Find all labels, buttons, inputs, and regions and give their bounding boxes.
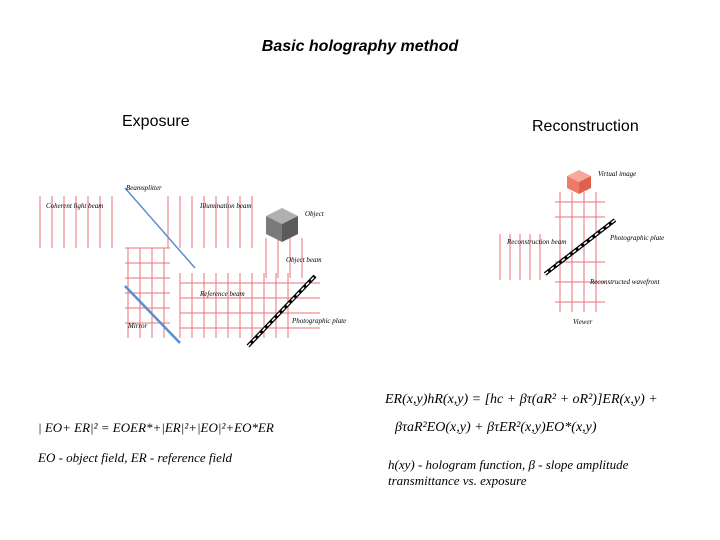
- virtual-image-label: Virtual image: [598, 170, 636, 178]
- hologram-formula-line1: ER(x,y)hR(x,y) = [hc + βτ(aR² + oR²)]ER(…: [385, 392, 658, 407]
- virtual-image-cube-icon: [567, 170, 591, 194]
- exposure-heading: Exposure: [122, 113, 190, 130]
- exposure-diagram: Coherent light beam Beamsplitter Illumin…: [39, 184, 346, 348]
- reconstruction-diagram: Virtual image Reconstruction beam Photog…: [499, 170, 664, 326]
- field-legend: EO - object field, ER - reference field: [38, 450, 232, 465]
- hologram-legend: h(xy) - hologram function, β - slope amp…: [388, 457, 629, 488]
- mirror-line: [124, 285, 181, 344]
- reconstruction-beam-label: Reconstruction beam: [506, 238, 566, 246]
- intensity-formula: | EO+ ER|² = EOER*+|ER|²+|EO|²+EO*ER: [38, 420, 274, 435]
- mirror-label: Mirror: [127, 322, 147, 330]
- wavefront-label: Reconstructed wavefront: [589, 278, 661, 286]
- reconstruction-plate-label: Photographic plate: [609, 234, 664, 242]
- object-cube-icon: [266, 208, 298, 242]
- reconstruction-heading: Reconstruction: [532, 118, 639, 135]
- coherent-label: Coherent light beam: [46, 202, 103, 210]
- object-beam-label: Object beam: [286, 256, 322, 264]
- viewer-label: Viewer: [573, 318, 593, 326]
- page-title: Basic holography method: [261, 38, 459, 55]
- hologram-formula-line2: βτaR²EO(x,y) + βτER²(x,y)EO*(x,y): [395, 420, 597, 435]
- plate-label: Photographic plate: [291, 317, 346, 325]
- object-label: Object: [305, 210, 325, 218]
- beamsplitter-label: Beamsplitter: [126, 184, 162, 192]
- illumination-label: Illumination beam: [199, 202, 252, 210]
- beamsplitter-line: [124, 187, 196, 269]
- reference-label: Reference beam: [199, 290, 245, 298]
